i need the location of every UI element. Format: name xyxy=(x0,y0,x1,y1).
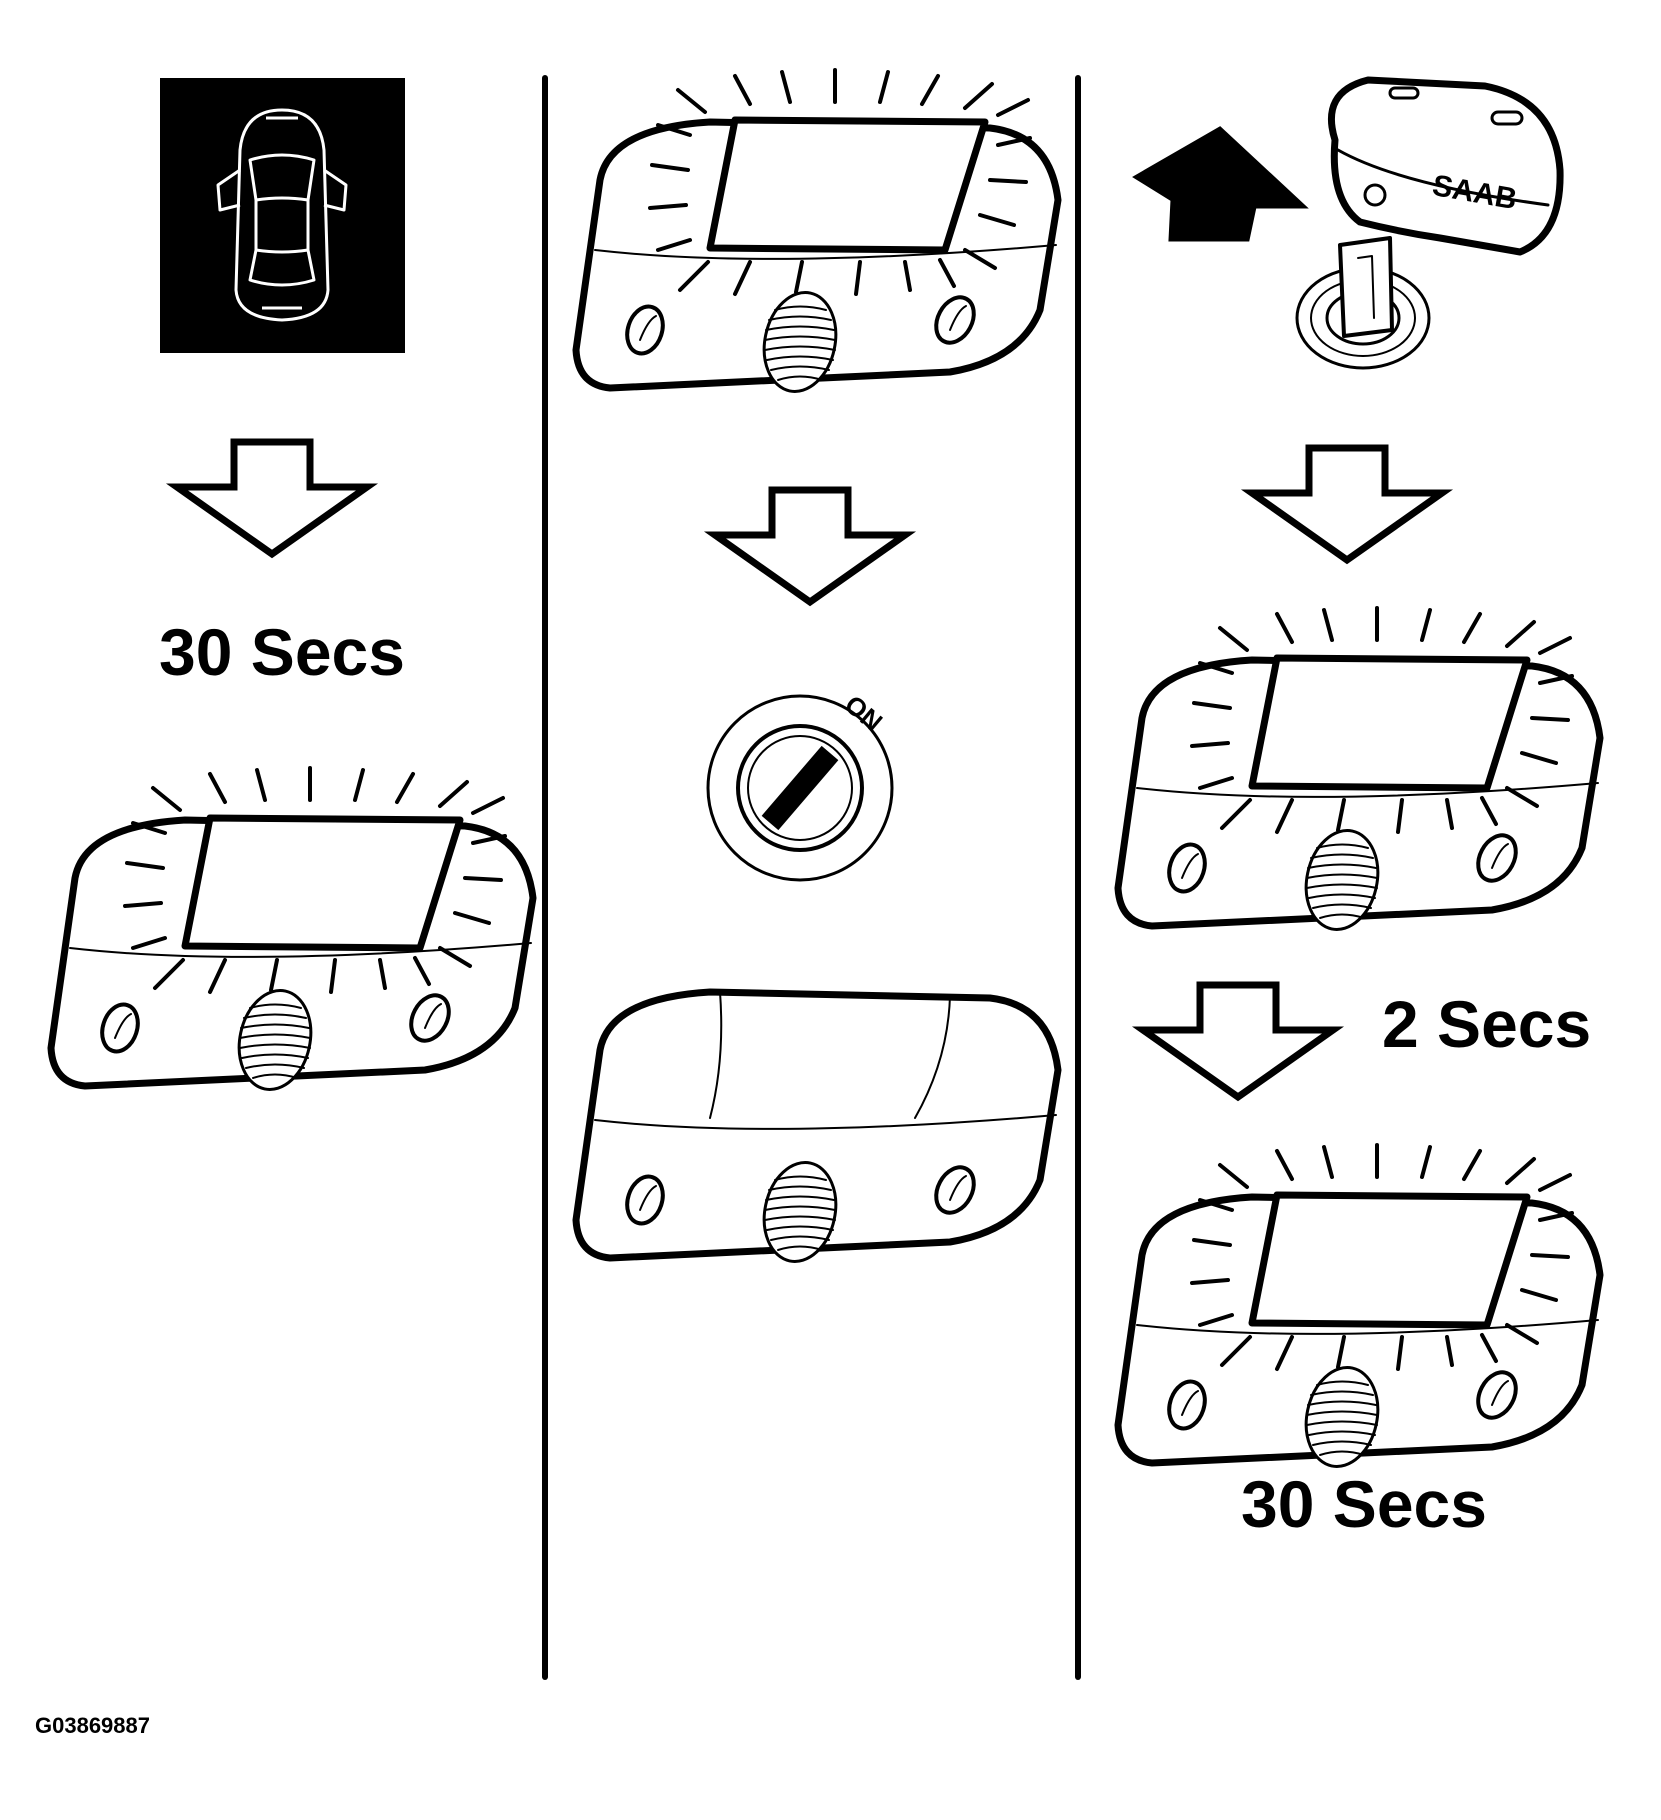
down-arrow-icon xyxy=(715,490,905,602)
svg-text:ON: ON xyxy=(839,689,888,737)
figure-id: G03869887 xyxy=(35,1713,150,1738)
courtesy-lamp-lit-icon xyxy=(1118,1145,1600,1473)
courtesy-lamp-lit-icon xyxy=(51,768,533,1096)
down-arrow-icon xyxy=(1252,448,1442,560)
col3-timer-label: 30 Secs xyxy=(1241,1467,1487,1541)
col1-timer-label: 30 Secs xyxy=(159,615,405,689)
car-door-open-icon xyxy=(160,78,405,353)
ignition-switch-icon: ON xyxy=(706,689,894,882)
courtesy-lamp-lit-icon xyxy=(576,70,1058,398)
courtesy-lamp-off-icon xyxy=(576,992,1058,1268)
ignition-key-icon: SAAB xyxy=(1295,76,1564,370)
col3-short-timer-label: 2 Secs xyxy=(1382,987,1591,1061)
up-arrow-icon xyxy=(1132,126,1309,242)
courtesy-lamp-lit-icon xyxy=(1118,608,1600,936)
down-arrow-icon xyxy=(177,442,367,554)
down-arrow-icon xyxy=(1143,985,1333,1097)
